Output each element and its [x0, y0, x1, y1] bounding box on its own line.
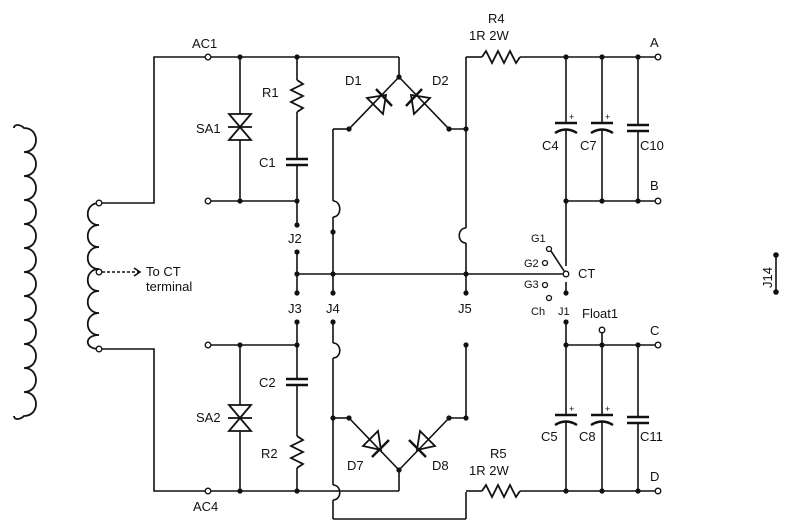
- c2-capacitor: [286, 377, 308, 387]
- g3-contact: [541, 281, 549, 289]
- secondary-bottom-terminal: [95, 345, 103, 353]
- bottom-input-section: AC4 J3 C2 R2 SA2: [102, 274, 399, 514]
- center-tap-arrow-head: [133, 267, 142, 277]
- output-b-label: B: [650, 178, 659, 193]
- secondary-winding: [86, 202, 100, 350]
- r4-resistor: [481, 48, 521, 66]
- g2-label: G2: [524, 258, 539, 270]
- j3-lower-terminal: [204, 341, 212, 349]
- d7-label: D7: [347, 458, 364, 473]
- c5-label: C5: [541, 429, 558, 444]
- g2-contact: [541, 259, 549, 267]
- ct-switch-arm: [550, 250, 567, 275]
- r2-label: R2: [261, 446, 278, 461]
- output-d-label: D: [650, 469, 659, 484]
- right-bridge-rail: J5: [449, 57, 472, 519]
- to-ct-label-line2: terminal: [146, 279, 192, 294]
- c8-label: C8: [579, 429, 596, 444]
- bottom-output-section: Float1 C + C5 + C8 C11 R5 1R 2W: [466, 306, 663, 500]
- g3-label: G3: [524, 279, 539, 291]
- c7-label: C7: [580, 138, 597, 153]
- r5-value-label: 1R 2W: [469, 463, 509, 478]
- g1-contact: [545, 245, 553, 253]
- d2-label: D2: [432, 73, 449, 88]
- ac1-terminal: [204, 53, 212, 61]
- c7-plus: +: [605, 112, 610, 122]
- j2-label: J2: [288, 231, 302, 246]
- ac4-terminal: [204, 487, 212, 495]
- c11-label: C11: [640, 429, 663, 444]
- j1-label: J1: [558, 306, 570, 318]
- top-input-section: AC1 SA1 R1 C1 J2: [102, 36, 402, 272]
- output-c-label: C: [650, 323, 659, 338]
- d2-diode: [405, 88, 432, 116]
- g1-label: G1: [531, 233, 546, 245]
- transformer: To CT terminal: [13, 124, 192, 420]
- top-bridge: D1 D2: [333, 73, 469, 132]
- sa1-label: SA1: [196, 121, 221, 136]
- ch-label: Ch: [531, 306, 545, 318]
- c1-capacitor: [286, 157, 308, 167]
- output-c-terminal: [654, 341, 662, 349]
- r4-label: R4: [488, 11, 505, 26]
- float1-terminal: [598, 326, 606, 334]
- ac1-feed-wire: [102, 56, 208, 204]
- c1-label: C1: [259, 155, 276, 170]
- j4-label: J4: [326, 301, 340, 316]
- c4-plus: +: [569, 112, 574, 122]
- float1-label: Float1: [582, 306, 618, 321]
- j14-label: J14: [760, 267, 775, 288]
- ct-selector-switch: G1 G2 G3 Ch CT J1: [524, 233, 595, 345]
- output-a-terminal: [654, 53, 662, 61]
- c8-plus: +: [605, 404, 610, 414]
- j5-label: J5: [458, 301, 472, 316]
- ac4-label: AC4: [193, 499, 218, 514]
- sa2-label: SA2: [196, 410, 221, 425]
- c4-label: C4: [542, 138, 559, 153]
- ch-contact: [545, 294, 553, 302]
- bottom-bridge: D7 D8: [346, 415, 452, 491]
- left-bridge-rail: J4: [326, 129, 466, 520]
- ct-pivot: [562, 270, 570, 278]
- d7-diode: [361, 429, 390, 458]
- primary-winding: [13, 124, 37, 420]
- c5-plus: +: [569, 404, 574, 414]
- ac1-label: AC1: [192, 36, 217, 51]
- r1-resistor: [288, 79, 306, 113]
- j2-upper-terminal: [204, 197, 212, 205]
- c2-label: C2: [259, 375, 276, 390]
- r2-resistor: [288, 435, 306, 469]
- to-ct-label-line1: To CT: [146, 264, 181, 279]
- j3-label: J3: [288, 301, 302, 316]
- r1-label: R1: [262, 85, 279, 100]
- output-b-terminal: [654, 197, 662, 205]
- secondary-top-terminal: [95, 199, 103, 207]
- d8-label: D8: [432, 458, 449, 473]
- sa1-surge-absorber: [227, 113, 253, 141]
- j14-jumper: J14: [760, 252, 779, 295]
- r4-value-label: 1R 2W: [469, 28, 509, 43]
- sa2-surge-absorber: [227, 404, 253, 432]
- r5-resistor: [481, 482, 521, 500]
- output-a-label: A: [650, 35, 659, 50]
- ct-label: CT: [578, 266, 595, 281]
- top-output-section: R4 1R 2W A + C4 + C7 C10 B: [466, 11, 664, 242]
- d1-label: D1: [345, 73, 362, 88]
- ac4-feed-wire: [102, 348, 208, 492]
- r5-label: R5: [490, 446, 507, 461]
- secondary-center-tap-terminal: [95, 268, 103, 276]
- d8-diode: [408, 429, 437, 458]
- c10-label: C10: [640, 138, 664, 153]
- d1-diode: [365, 88, 393, 116]
- output-d-terminal: [654, 487, 662, 495]
